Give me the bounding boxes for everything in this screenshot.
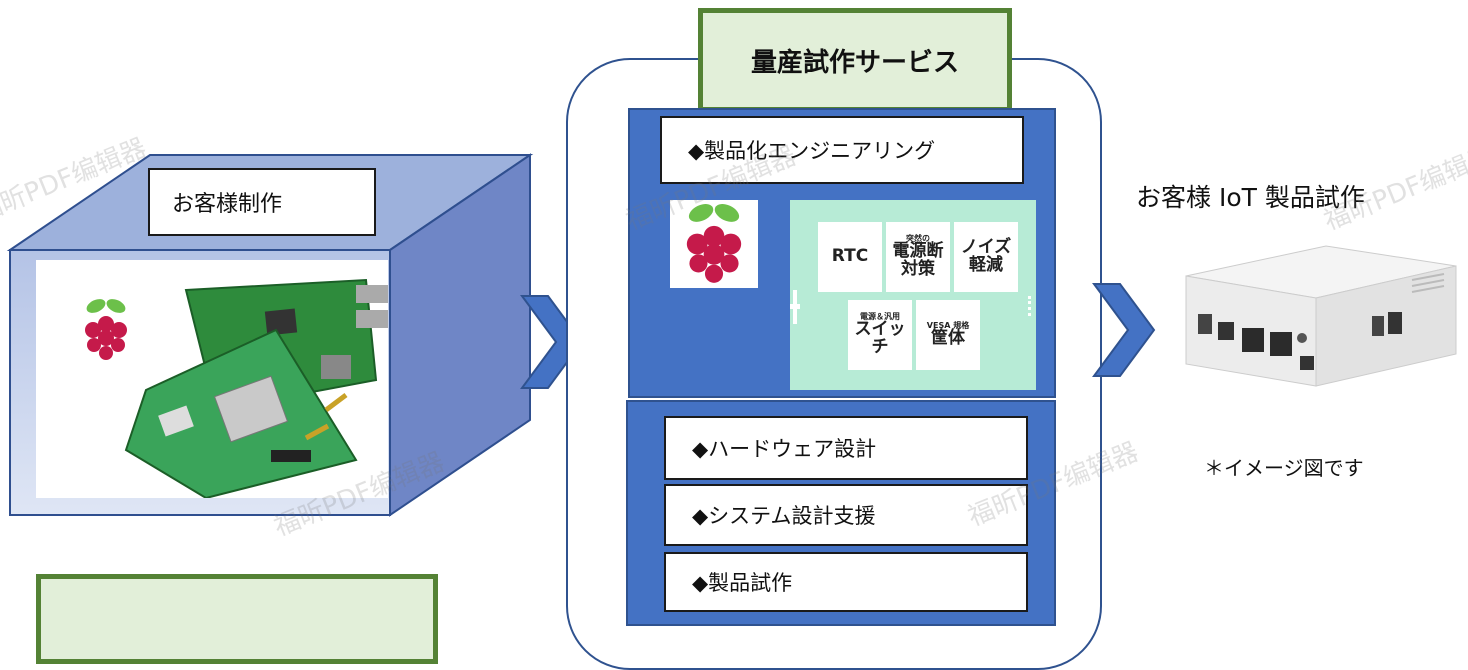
engineering-label-box: ◆製品化エンジニアリング <box>660 116 1024 184</box>
hardware-design-label: ◆ハードウェア設計 <box>692 437 877 461</box>
feature-tile-subtext: VESA 規格 <box>926 320 970 330</box>
arrow-right-icon <box>1092 283 1156 377</box>
feature-tile-text: スイッチ <box>854 319 906 358</box>
system-design-box: ◆システム設計支援 <box>664 484 1028 546</box>
raspberry-pi-logo-left <box>78 296 134 368</box>
feature-tile-text: 電源断 対策 <box>892 241 944 280</box>
raspberry-icon <box>85 299 127 360</box>
feature-tile-rtc: RTC <box>818 222 882 292</box>
feature-tile-text: ノイズ 軽減 <box>960 237 1012 275</box>
prototype-box: ◆製品試作 <box>664 552 1028 612</box>
iot-device-image <box>1185 245 1457 387</box>
image-note: ＊イメージ図です <box>1204 456 1364 480</box>
feature-tile-noise: ノイズ 軽減 <box>954 222 1018 292</box>
customer-build-text: お客様制作 <box>172 192 283 217</box>
features-connector-right <box>1028 296 1036 316</box>
result-label: お客様 IoT 製品試作 <box>1136 183 1365 212</box>
service-title-box: 量産試作サービス <box>698 8 1012 112</box>
board-illustration <box>124 278 388 498</box>
customer-board-photo <box>36 260 388 498</box>
raspberry-pi-logo-center <box>670 200 758 288</box>
customer-build-label: お客様制作 <box>148 168 376 236</box>
prototype-label: ◆製品試作 <box>692 571 793 595</box>
raspberry-icon <box>686 204 742 283</box>
feature-tile-case: VESA 規格 筐体 <box>916 300 980 370</box>
hardware-design-box: ◆ハードウェア設計 <box>664 416 1028 480</box>
feature-tile-subtext: 突然の <box>906 233 930 243</box>
feature-tile-text: RTC <box>831 246 869 267</box>
engineering-label: ◆製品化エンジニアリング <box>688 139 936 163</box>
service-title: 量産試作サービス <box>750 47 959 78</box>
bottom-green-box <box>36 574 438 664</box>
feature-tile-switch: 電源＆汎用 スイッチ <box>848 300 912 370</box>
feature-tile-subtext: 電源＆汎用 <box>860 311 900 321</box>
system-design-label: ◆システム設計支援 <box>692 504 876 528</box>
feature-tile-power: 突然の 電源断 対策 <box>886 222 950 292</box>
features-connector-left-tick <box>793 290 797 324</box>
feature-tile-text: 筐体 <box>931 328 965 349</box>
